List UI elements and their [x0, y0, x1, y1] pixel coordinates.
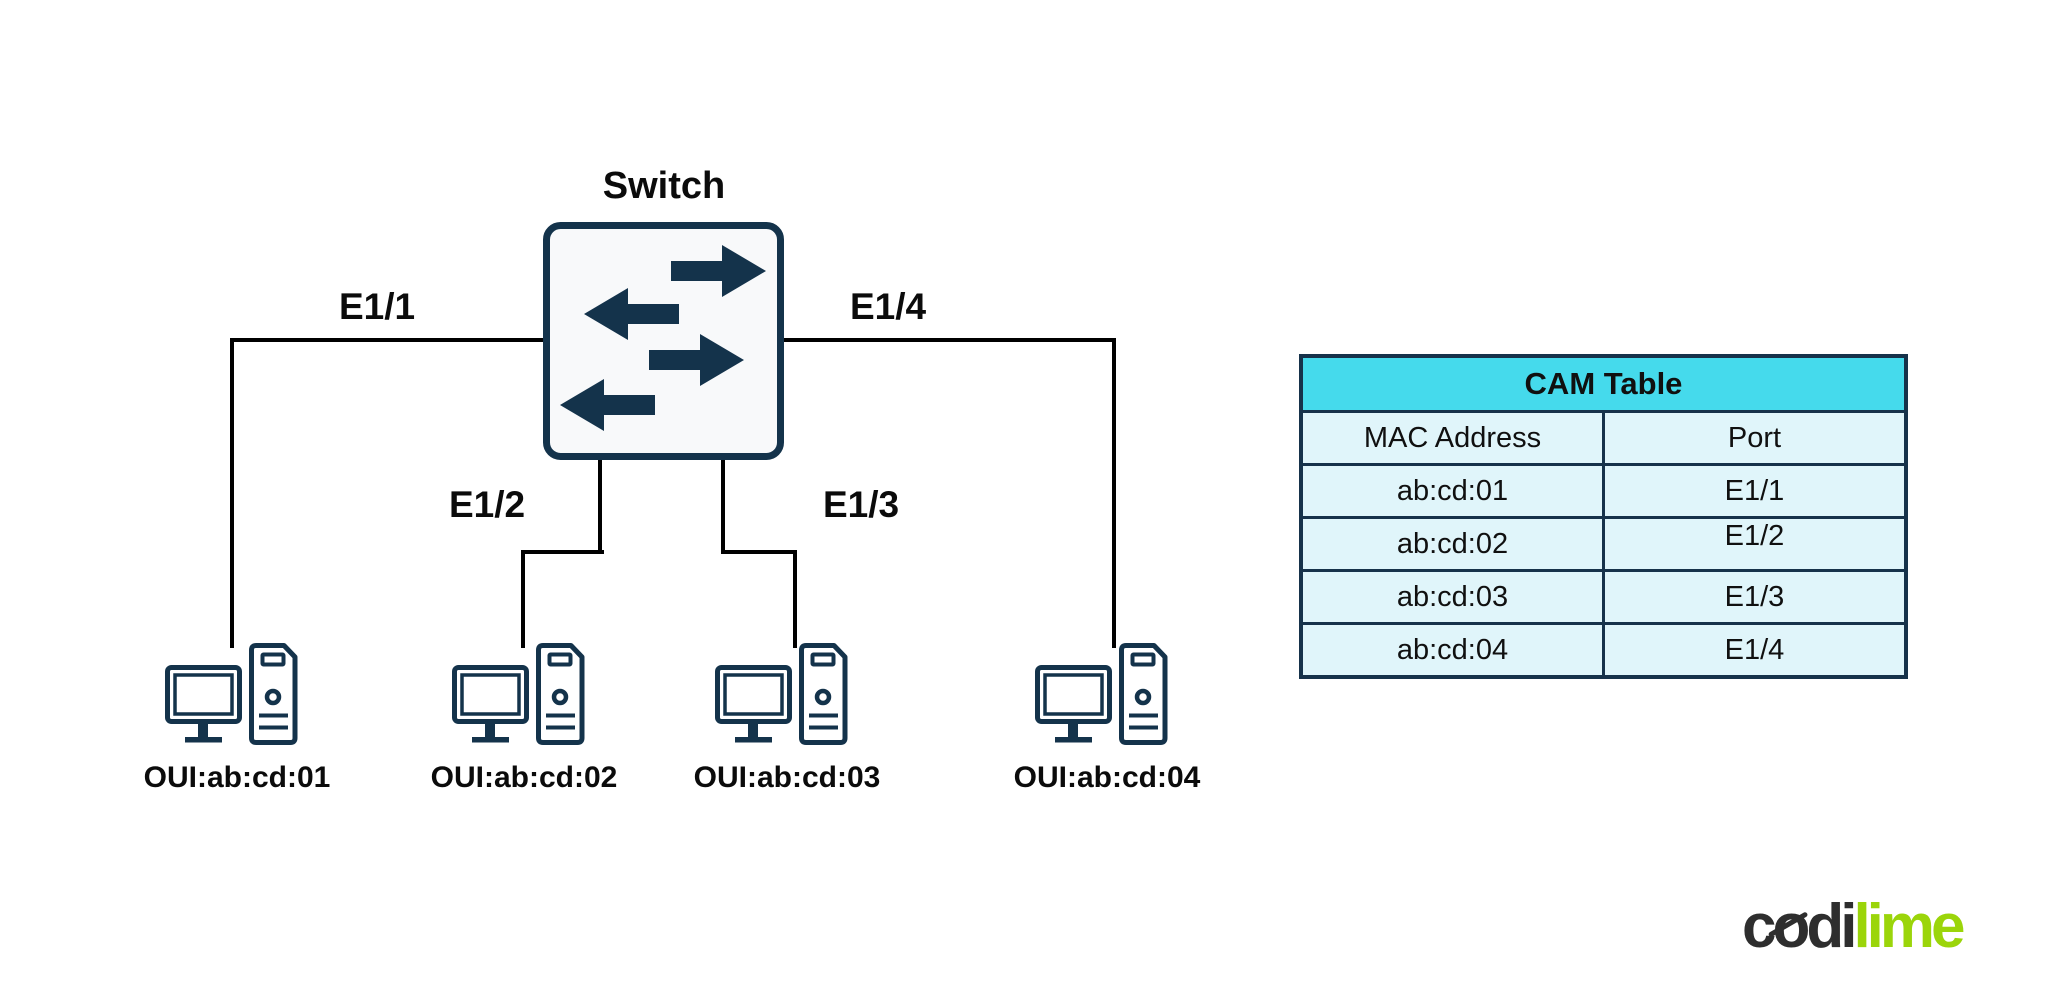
port-label-e1-3: E1/3 [822, 484, 900, 525]
monitor-stand [198, 721, 208, 738]
cam-cell-port: E1/3 [1602, 569, 1908, 625]
cam-table: CAM Table MAC Address Port ab:cd:01 E1/1… [1299, 354, 1908, 679]
arrow-left-icon [560, 379, 655, 431]
cam-cell-port: E1/4 [1602, 622, 1908, 679]
switch-icon [543, 222, 784, 460]
tower-vents [259, 713, 288, 730]
computer-icon-1 [165, 643, 298, 745]
switch-label: Switch [602, 165, 726, 207]
monitor-screen [173, 673, 234, 716]
tower-case [249, 643, 298, 745]
host-label-4: OUI:ab:cd:04 [1013, 761, 1201, 794]
cam-table-title: CAM Table [1299, 354, 1908, 413]
cam-cell-port: E1/1 [1602, 463, 1908, 519]
cam-cell-port: E1/2 [1602, 516, 1908, 572]
cam-table-header-row: MAC Address Port [1299, 410, 1908, 466]
link-e1-3-horizontal [721, 550, 797, 554]
arrow-right-icon [649, 334, 744, 386]
arrow-left-icon [584, 288, 679, 340]
link-e1-3-vertical-lower [793, 550, 797, 648]
link-e1-4-horizontal [779, 338, 1116, 342]
link-e1-2-horizontal [521, 550, 604, 554]
logo-text-green: lime [1853, 892, 1965, 961]
host-label-1: OUI:ab:cd:01 [143, 761, 331, 794]
tower-slot [260, 652, 286, 667]
monitor-frame [165, 665, 242, 724]
cam-table-row: ab:cd:04 E1/4 [1299, 622, 1908, 679]
link-e1-4-vertical [1112, 338, 1116, 648]
computer-icon-3 [715, 643, 848, 745]
codilime-logo: codilime [1742, 896, 1966, 958]
port-label-e1-2: E1/2 [448, 484, 526, 525]
monitor-base [185, 737, 222, 743]
computer-icon-2 [452, 643, 585, 745]
link-e1-2-vertical-upper [598, 455, 602, 554]
cam-col-header-mac: MAC Address [1299, 410, 1605, 466]
link-e1-3-vertical-upper [721, 455, 725, 554]
port-label-e1-4: E1/4 [849, 286, 927, 327]
cam-table-row: ab:cd:02 E1/2 [1299, 516, 1908, 572]
cam-table-row: ab:cd:01 E1/1 [1299, 463, 1908, 519]
cam-table-row: ab:cd:03 E1/3 [1299, 569, 1908, 625]
cam-cell-mac: ab:cd:02 [1299, 516, 1605, 572]
host-label-2: OUI:ab:cd:02 [430, 761, 618, 794]
cam-table-title-row: CAM Table [1299, 354, 1908, 413]
link-e1-2-vertical-lower [521, 550, 525, 648]
computer-icon-4 [1035, 643, 1168, 745]
port-label-e1-1: E1/1 [338, 286, 416, 327]
cam-col-header-port: Port [1602, 410, 1908, 466]
host-label-3: OUI:ab:cd:03 [693, 761, 881, 794]
logo-text-dark: codi [1742, 892, 1857, 961]
link-e1-1-horizontal [230, 338, 547, 342]
cam-cell-mac: ab:cd:04 [1299, 622, 1605, 679]
link-e1-1-vertical [230, 338, 234, 648]
cam-cell-mac: ab:cd:03 [1299, 569, 1605, 625]
arrow-right-icon [671, 245, 766, 297]
power-button-icon [264, 688, 282, 706]
cam-cell-mac: ab:cd:01 [1299, 463, 1605, 519]
